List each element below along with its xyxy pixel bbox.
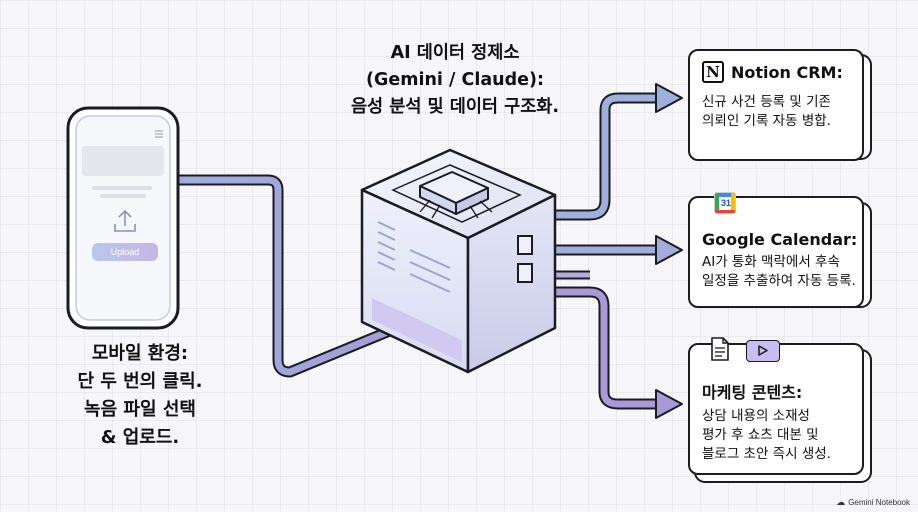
left-caption-line-3: 녹음 파일 선택 [84,399,196,420]
center-title-line-1: AI 데이터 정제소 [390,43,520,63]
notion-card-title: Notion CRM: [731,62,843,82]
upload-button[interactable]: Upload [92,243,158,261]
watermark-text: Gemini Notebook [848,498,910,507]
video-play-icon [746,340,780,362]
center-title-line-2: (Gemini / Claude): [366,70,544,90]
center-title: AI 데이터 정제소 (Gemini / Claude): 음성 분석 및 데이… [330,40,580,121]
ai-refinery-cube [360,148,557,374]
left-caption: 모바일 환경: 단 두 번의 클릭. 녹음 파일 선택 & 업로드. [55,340,225,452]
calendar-date: 31 [720,198,731,208]
google-calendar-icon: 31 [714,192,736,214]
marketing-card-line-1: 상담 내용의 소재성 [702,408,810,424]
marketing-card-line-2: 평가 후 쇼츠 대본 및 [702,427,819,443]
calendar-card-title: Google Calendar: [702,230,858,249]
calendar-card-line-1: AI가 통화 맥락에서 후속 [702,254,840,270]
notebook-logo-icon: ☁ [836,497,846,507]
notion-card-line-1: 신규 사건 등록 및 기존 [702,94,831,110]
google-calendar-card: 31 Google Calendar: AI가 통화 맥락에서 후속 일정을 추… [688,192,864,308]
left-caption-line-4: & 업로드. [100,427,180,448]
notion-card-line-2: 의뢰인 기록 자동 병합. [702,113,831,129]
mobile-phone [66,106,180,330]
pipe-cube-to-notion [555,83,683,221]
left-caption-line-1: 모바일 환경: [91,343,189,364]
center-title-line-3: 음성 분석 및 데이터 구조화. [350,97,560,117]
upload-icon [114,209,136,232]
pipe-cube-to-marketing [520,286,683,419]
notion-crm-card: N Notion CRM: 신규 사건 등록 및 기존 의뢰인 기록 자동 병합… [688,49,864,161]
marketing-content-card: 마케팅 콘텐츠: 상담 내용의 소재성 평가 후 쇼츠 대본 및 블로그 초안 … [688,337,864,475]
notion-icon: N [702,61,724,83]
gemini-notebook-watermark: ☁ Gemini Notebook [836,497,910,508]
marketing-card-title: 마케팅 콘텐츠: [702,383,803,402]
left-caption-line-2: 단 두 번의 클릭. [77,371,203,392]
document-icon [710,337,730,361]
calendar-card-line-2: 일정을 추출하여 자동 등록. [702,273,856,289]
marketing-card-line-3: 블로그 초안 즉시 생성. [702,446,831,462]
